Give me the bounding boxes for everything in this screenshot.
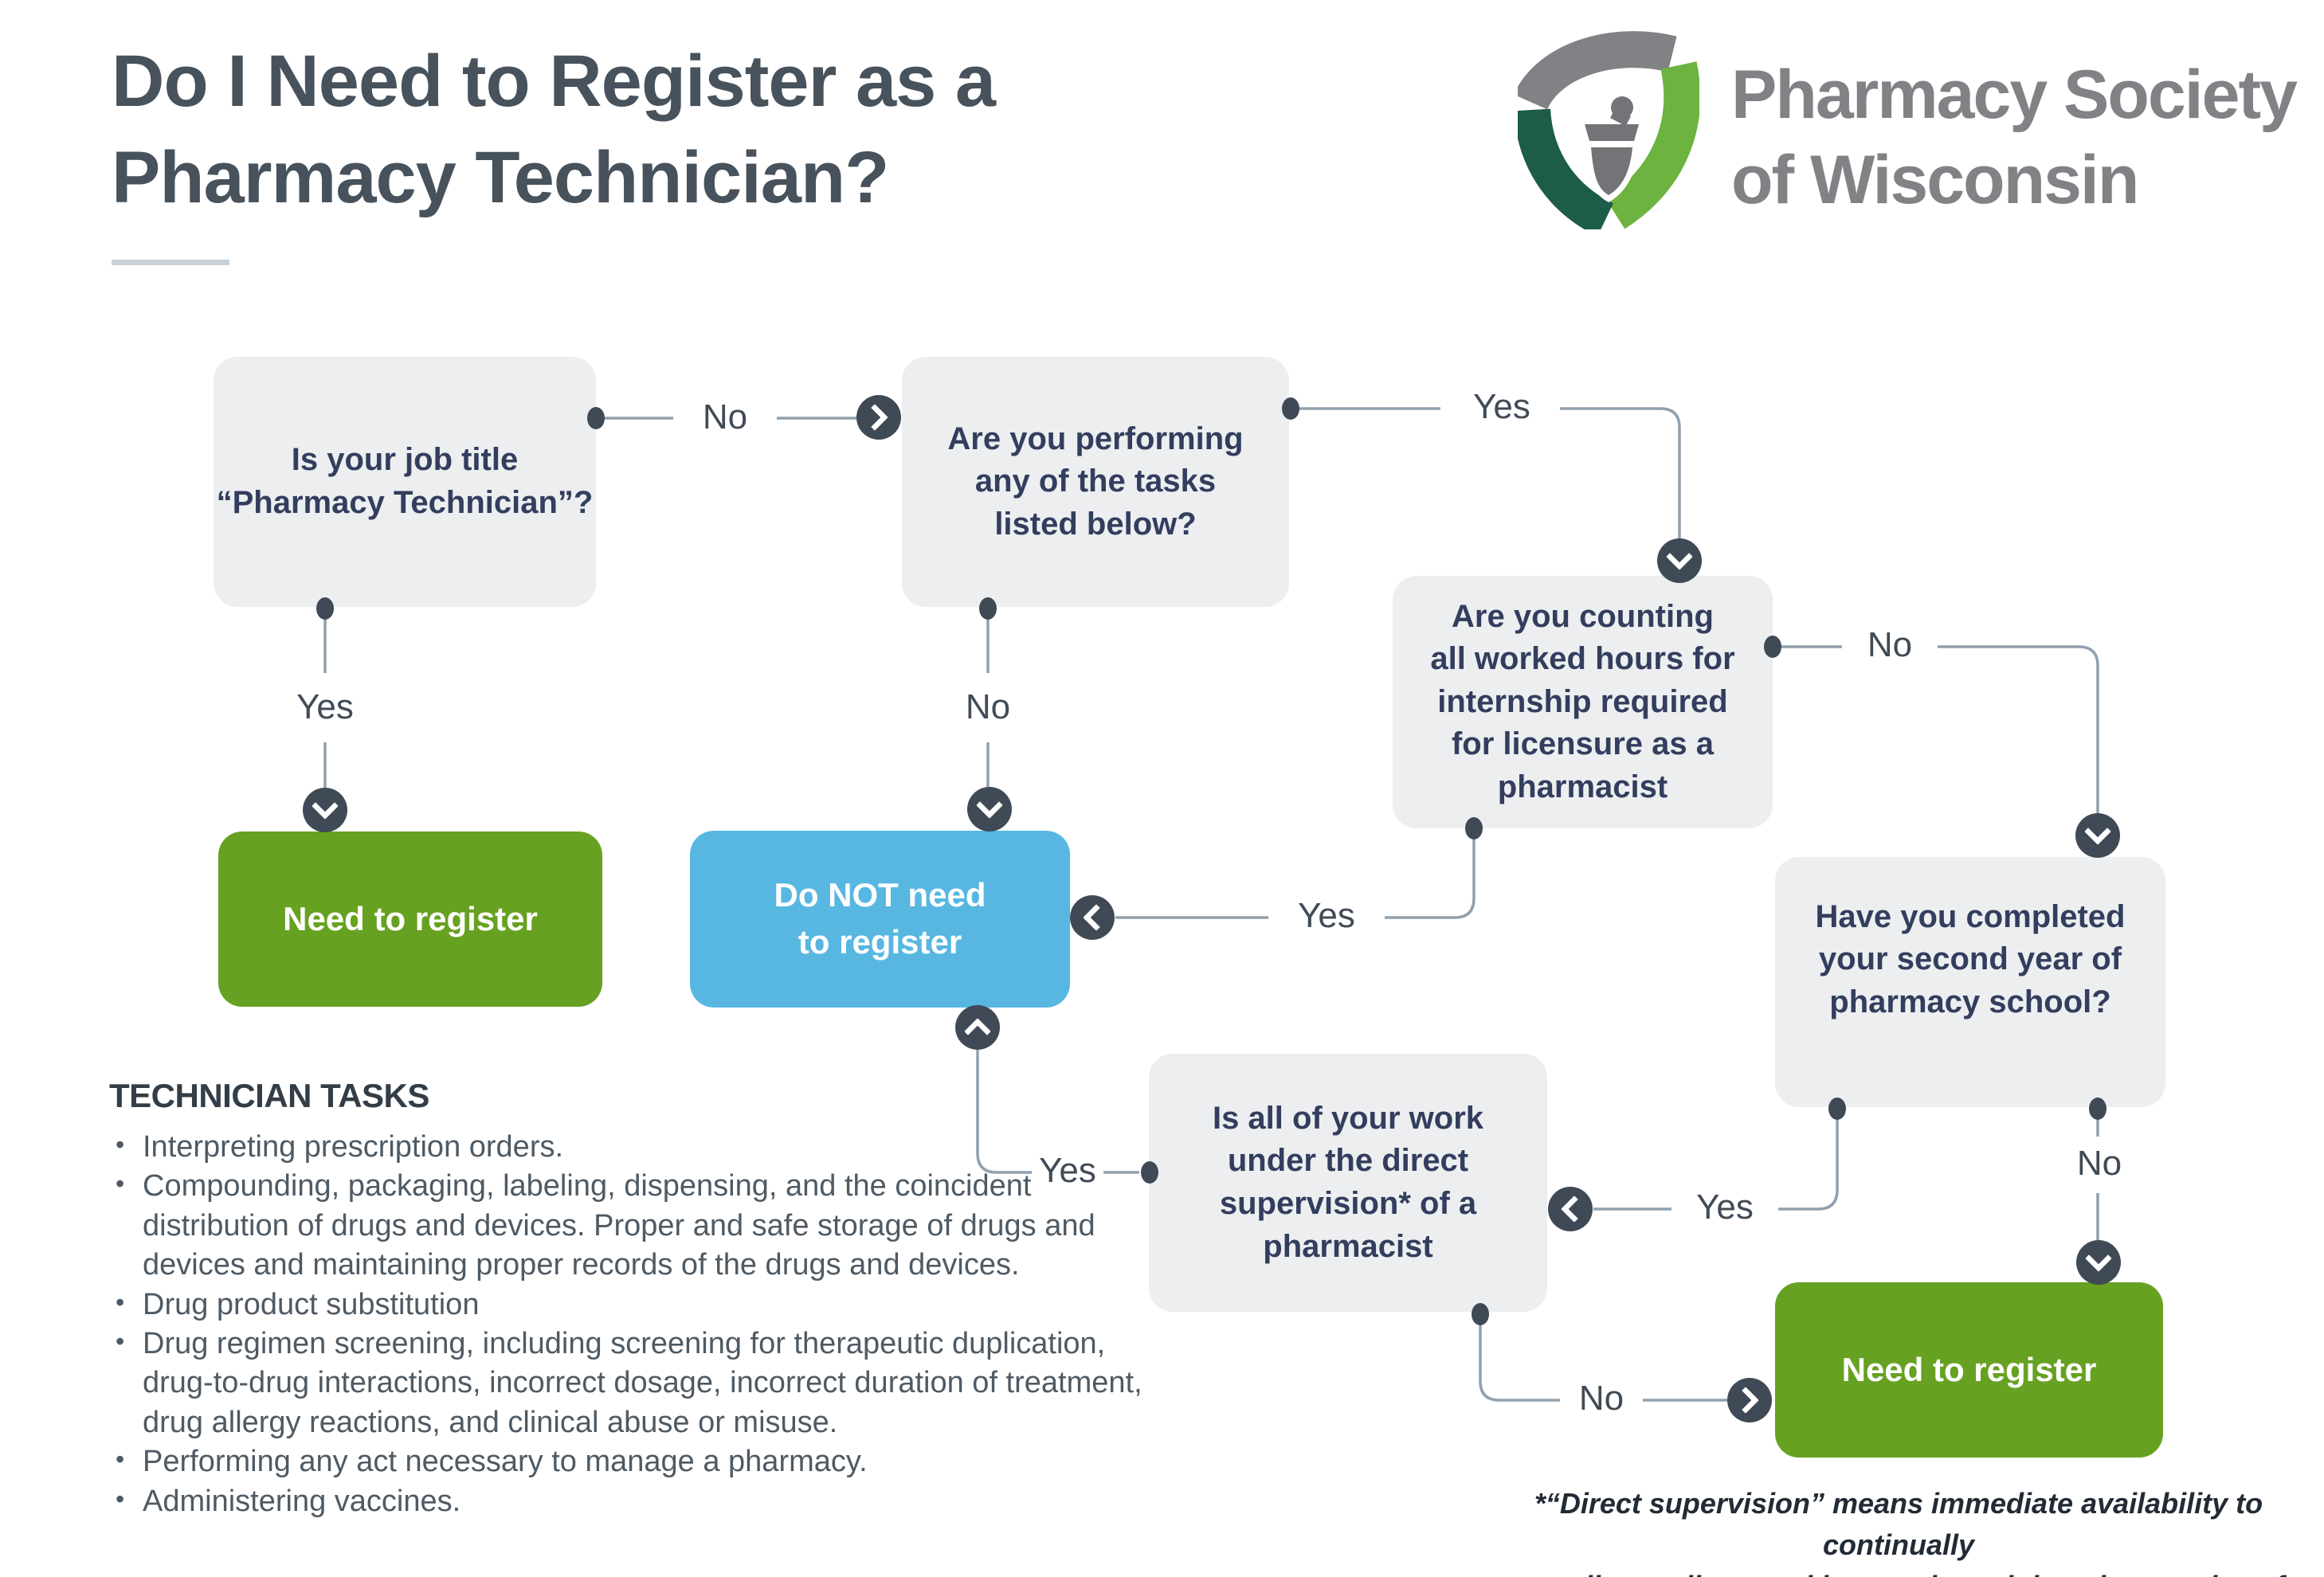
bullet-icon: • bbox=[116, 1130, 125, 1159]
technician-tasks-section: TECHNICIAN TASKS • Interpreting prescript… bbox=[109, 1077, 1169, 1521]
list-item: • Compounding, packaging, labeling, dispe… bbox=[109, 1167, 1169, 1285]
edge-label-no: No bbox=[965, 687, 1011, 726]
edge-supervision-yes-line-a bbox=[976, 1049, 1032, 1174]
task-text: Administering vaccines. bbox=[143, 1484, 461, 1518]
edge-label-yes: Yes bbox=[1473, 387, 1530, 426]
chevron-down-icon bbox=[967, 787, 1012, 832]
shield-gray-band bbox=[1518, 31, 1677, 111]
chevron-glyph bbox=[1083, 904, 1110, 931]
edge-hours-no-line-b bbox=[1938, 645, 2099, 813]
connector-dot bbox=[1282, 397, 1299, 420]
bullet-icon: • bbox=[116, 1445, 125, 1474]
edge-label-yes: Yes bbox=[1039, 1151, 1096, 1190]
list-item: • Administering vaccines. bbox=[109, 1482, 1169, 1521]
mortar-bowl bbox=[1591, 147, 1632, 195]
chevron-down-icon bbox=[1657, 538, 1702, 583]
edge-label-no: No bbox=[1578, 1379, 1624, 1418]
task-text: Drug product substitution bbox=[143, 1287, 480, 1321]
connector-dot bbox=[587, 407, 605, 429]
connector-dot bbox=[1465, 817, 1483, 839]
flow-node-direct-supervision: Is all of your work under the direct sup… bbox=[1149, 1054, 1547, 1312]
task-text: Drug regimen screening, including screen… bbox=[143, 1326, 1142, 1439]
edge-tasks-yes-line-b bbox=[1560, 407, 1681, 538]
edge-label-no: No bbox=[1867, 625, 1913, 664]
chevron-down-icon bbox=[2075, 813, 2120, 858]
task-text: Interpreting prescription orders. bbox=[143, 1130, 564, 1164]
tasks-heading: TECHNICIAN TASKS bbox=[109, 1077, 429, 1114]
mortar-rim bbox=[1585, 124, 1639, 141]
flow-node-performing-tasks: Are you performing any of the tasks list… bbox=[902, 357, 1289, 607]
direct-supervision-footnote: *“Direct supervision” means immediate av… bbox=[1513, 1487, 2284, 1577]
task-text: Performing any act necessary to manage a… bbox=[143, 1445, 868, 1479]
chevron-up-icon bbox=[955, 1005, 1000, 1050]
list-item: • Drug product substitution bbox=[109, 1285, 1169, 1325]
connector-dot bbox=[2089, 1098, 2106, 1120]
edge-hours-yes-line-a bbox=[1385, 828, 1476, 919]
connector-dot bbox=[1472, 1303, 1489, 1325]
connector-dot bbox=[1141, 1161, 1158, 1184]
chevron-glyph bbox=[964, 1018, 991, 1045]
chevron-down-icon bbox=[303, 788, 347, 832]
flow-node-counting-hours: Are you counting all worked hours for in… bbox=[1393, 576, 1773, 828]
logo-org-name: Pharmacy Society of Wisconsin bbox=[1731, 57, 2298, 218]
bullet-icon: • bbox=[116, 1169, 125, 1199]
shield-dark-green-band bbox=[1518, 108, 1614, 229]
pestle-stem bbox=[1610, 108, 1631, 127]
edge-school-yes-line-a bbox=[1778, 1109, 1839, 1211]
edge-label-yes: Yes bbox=[1298, 896, 1355, 935]
connector-dot bbox=[979, 597, 997, 620]
bullet-icon: • bbox=[116, 1484, 125, 1513]
list-item: • Interpreting prescription orders. bbox=[109, 1128, 1169, 1167]
connector-dot bbox=[1764, 636, 1781, 658]
edge-label-no: No bbox=[702, 397, 748, 436]
pharmacy-shield-icon bbox=[1518, 31, 1699, 229]
chevron-right-icon bbox=[1727, 1378, 1772, 1422]
chevron-glyph bbox=[1732, 1387, 1759, 1414]
chevron-glyph bbox=[976, 792, 1003, 819]
flow-node-do-not-need-register: Do NOT need to register bbox=[690, 831, 1070, 1008]
task-text: Compounding, packaging, labeling, dispen… bbox=[143, 1169, 1095, 1282]
title-underline bbox=[112, 260, 229, 265]
chevron-glyph bbox=[2084, 818, 2111, 845]
chevron-left-icon bbox=[1070, 895, 1115, 940]
chevron-glyph bbox=[312, 792, 339, 820]
chevron-glyph bbox=[2085, 1245, 2112, 1272]
flow-node-need-register-1: Need to register bbox=[218, 832, 602, 1007]
pharmacy-society-logo: Pharmacy Society of Wisconsin bbox=[1518, 29, 2314, 236]
edge-label-yes: Yes bbox=[296, 687, 354, 726]
chevron-left-icon bbox=[1548, 1187, 1593, 1231]
chevron-right-icon bbox=[856, 395, 901, 440]
flow-node-job-title: Is your job title “Pharmacy Technician”? bbox=[214, 357, 596, 607]
page-title: Do I Need to Register as a Pharmacy Tech… bbox=[112, 41, 996, 219]
chevron-glyph bbox=[1666, 543, 1693, 570]
list-item: • Performing any act necessary to manage … bbox=[109, 1442, 1169, 1481]
edge-supervision-no-line-a bbox=[1479, 1314, 1560, 1402]
list-item: • Drug regimen screening, including scree… bbox=[109, 1325, 1169, 1442]
tasks-list: • Interpreting prescription orders. • Comp… bbox=[109, 1128, 1169, 1521]
chevron-down-icon bbox=[2076, 1240, 2121, 1285]
connector-dot bbox=[1828, 1098, 1846, 1120]
bullet-icon: • bbox=[116, 1326, 125, 1356]
flow-node-second-year: Have you completed your second year of p… bbox=[1775, 857, 2165, 1107]
connector-dot bbox=[316, 597, 334, 620]
flow-node-need-register-2: Need to register bbox=[1775, 1282, 2163, 1458]
edge-label-yes: Yes bbox=[1696, 1188, 1754, 1227]
chevron-glyph bbox=[1561, 1195, 1588, 1223]
shield-light-green-band bbox=[1605, 61, 1699, 229]
bullet-icon: • bbox=[116, 1287, 125, 1317]
edge-label-no: No bbox=[2076, 1144, 2122, 1183]
chevron-glyph bbox=[861, 404, 888, 431]
